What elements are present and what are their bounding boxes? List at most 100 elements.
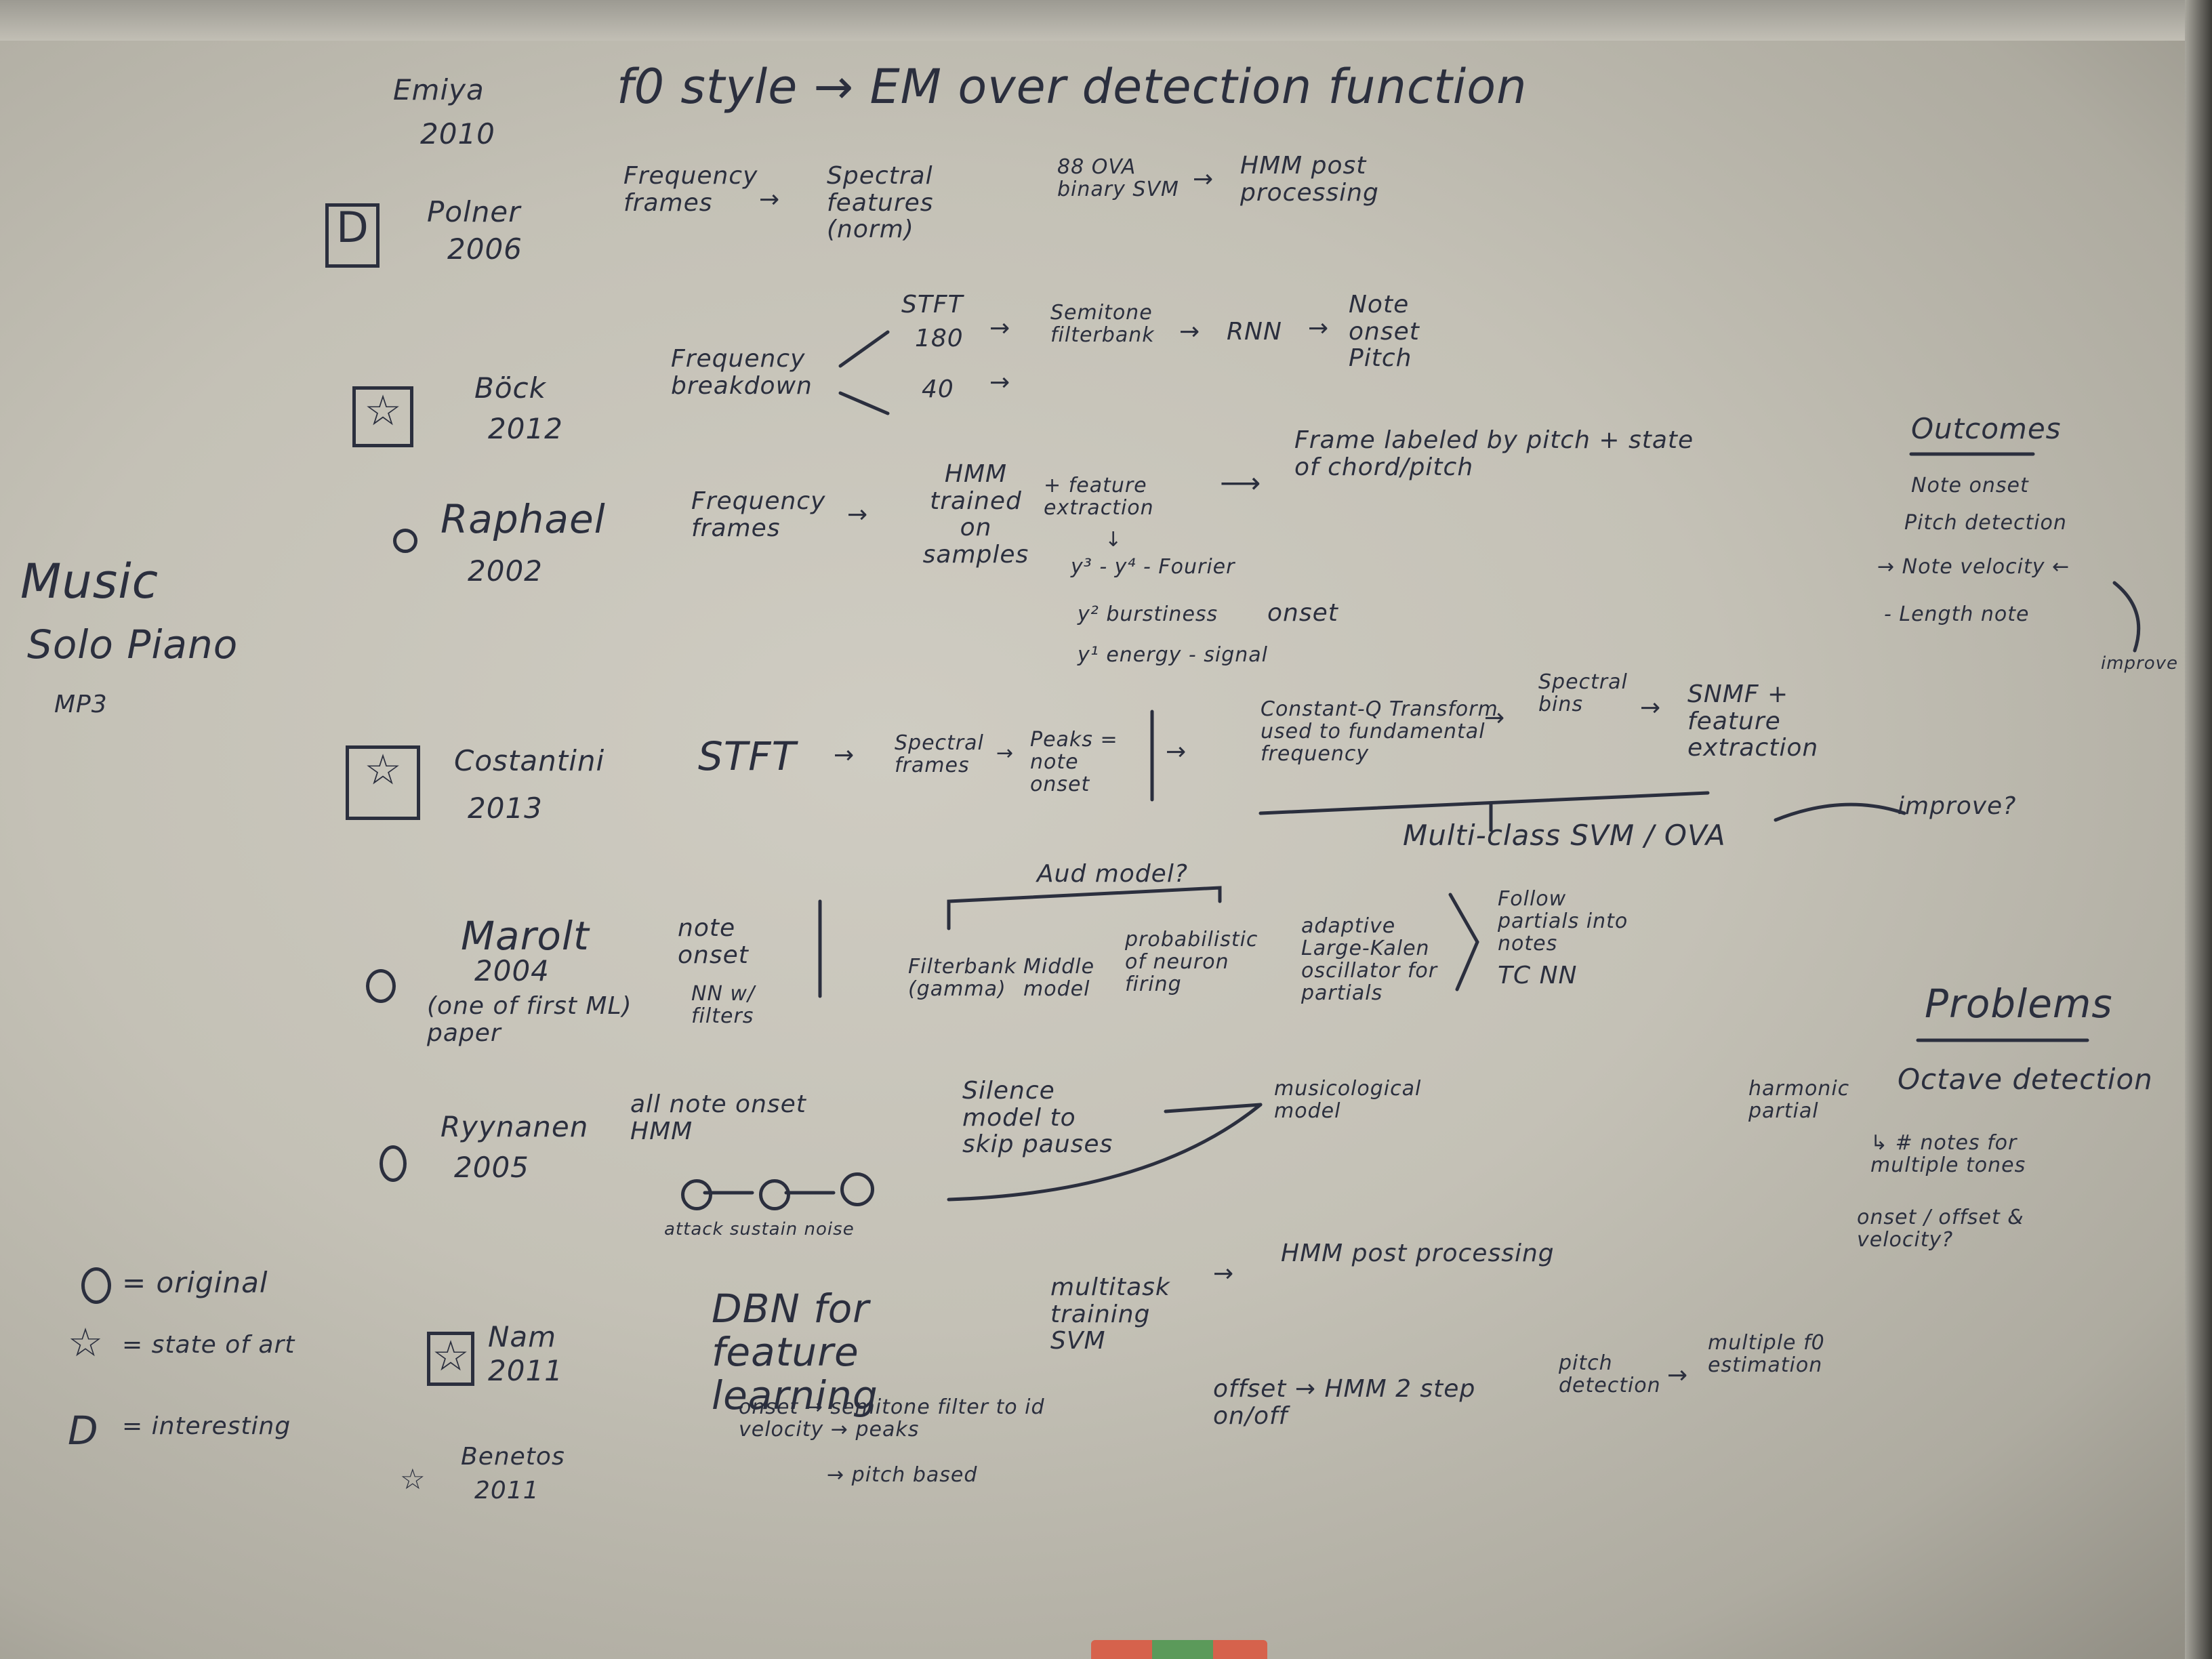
paper-marolt-year: 2004 (474, 954, 550, 987)
arrow: → (1667, 1361, 1689, 1389)
legend-state-of-art: = state of art (122, 1331, 295, 1359)
problems-harmonic-partial: harmonic partial (1748, 1077, 1850, 1123)
arrow: → (1308, 314, 1330, 342)
outcome-item: Note onset (1911, 474, 2029, 497)
arrow: → (759, 186, 781, 213)
topic-music: Music (20, 554, 159, 609)
outcomes-heading: Outcomes (1911, 412, 2062, 445)
paper-benetos-year: 2011 (474, 1477, 539, 1504)
state-of-art-mark: ☆ (400, 1462, 426, 1496)
costantini-svm-ova: Multi-class SVM / OVA (1403, 819, 1726, 852)
arrow: → (989, 314, 1011, 342)
bock-180: 180 (915, 325, 964, 352)
marolt-follow-partials: Follow partials into notes (1498, 887, 1629, 956)
state-of-art-interesting-mark: ☆ (346, 745, 420, 820)
interesting-mark: D (325, 203, 380, 268)
costantini-improve: improve? (1898, 792, 2017, 820)
outcome-item: - Length note (1884, 602, 2030, 626)
nam-onset: onset → semitone filter to id velocity →… (739, 1395, 1045, 1441)
costantini-snmf: SNMF + feature extraction (1687, 680, 1819, 762)
nam-offset: offset → HMM 2 step on/off (1213, 1375, 1476, 1430)
arrow: → (1640, 694, 1662, 722)
paper-ryynanen-name: Ryynanen (441, 1110, 589, 1143)
costantini-constant-q: Constant-Q Transform used to fundamental… (1261, 697, 1498, 766)
original-mark (380, 1145, 407, 1182)
polner-hmm-post: HMM post processing (1240, 152, 1379, 207)
raphael-hmm: HMM trained on samples (922, 460, 1029, 569)
original-mark (81, 1267, 111, 1304)
costantini-spectral-frames: Spectral frames (895, 731, 984, 777)
green-marker (1152, 1640, 1213, 1659)
polner-frequency-frames: Frequency frames (623, 162, 758, 217)
marolt-middle-model: Middle model (1023, 955, 1095, 1001)
legend-interesting: = interesting (122, 1412, 291, 1440)
paper-polner-name: Polner (427, 195, 521, 228)
raphael-onset: onset (1267, 599, 1338, 627)
marolt-probabilistic: probabilistic of neuron firing (1125, 928, 1258, 996)
paper-costantini-name: Costantini (454, 744, 605, 777)
hmm-state-circle (840, 1172, 874, 1206)
arrow: → (996, 741, 1015, 765)
outcomes-improve: improve (2101, 653, 2179, 674)
legend-star-icon: ☆ (68, 1319, 104, 1366)
paper-emiya-name: Emiya (393, 73, 485, 106)
nam-pitch-detection: pitch detection (1559, 1351, 1661, 1397)
arrow: → (1193, 165, 1214, 193)
arrow: ⟶ (1220, 466, 1262, 499)
original-mark (393, 529, 417, 553)
arrow: → (1213, 1260, 1235, 1288)
paper-polner-year: 2006 (447, 232, 523, 266)
costantini-stft: STFT (698, 733, 797, 779)
topic-solo-piano: Solo Piano (27, 621, 239, 668)
marolt-adaptive: adaptive Large-Kalen oscillator for part… (1301, 914, 1438, 1005)
raphael-y3: y³ - y⁴ - Fourier (1071, 555, 1235, 579)
state-of-art-interesting-mark: ☆ (427, 1332, 474, 1386)
arrow: → (989, 369, 1011, 396)
bock-semitone-filterbank: Semitone filterbank (1050, 301, 1155, 347)
arrow: → (1179, 318, 1201, 346)
raphael-y1: y¹ energy - signal (1078, 643, 1269, 667)
nam-hmm-post: HMM post processing (1281, 1240, 1555, 1267)
raphael-frequency-frames: Frequency frames (691, 487, 826, 542)
paper-nam-year: 2011 (488, 1354, 563, 1387)
board-title: f0 style → EM over detection function (617, 59, 1528, 115)
bock-40: 40 (922, 375, 954, 403)
paper-emiya-year: 2010 (420, 117, 495, 150)
marolt-aud-model: Aud model? (1037, 860, 1188, 888)
problems-notes: ↳ # notes for multiple tones (1870, 1131, 2026, 1177)
paper-marolt-name: Marolt (461, 913, 590, 959)
ryynanen-silence-model: Silence model to skip pauses (962, 1077, 1113, 1159)
topic-mp3: MP3 (54, 691, 108, 718)
marolt-nn-filters: NN w/ filters (691, 982, 756, 1028)
bock-frequency-breakdown: Frequency breakdown (671, 345, 813, 400)
whiteboard-right-frame (2185, 0, 2212, 1659)
raphael-y2: y² burstiness (1078, 602, 1218, 626)
whiteboard-top-frame (0, 0, 2212, 41)
state-of-art-mark: ☆ (352, 386, 413, 447)
polner-spectral-features: Spectral features (norm) (827, 162, 934, 244)
problems-offset-velocity: onset / offset & velocity? (1857, 1206, 2024, 1252)
problems-octave-detection: Octave detection (1898, 1063, 2153, 1096)
arrow: → (834, 741, 855, 769)
arrow: → (847, 501, 869, 529)
nam-multiple-f0: multiple f0 estimation (1708, 1331, 1825, 1377)
bock-rnn: RNN (1227, 318, 1282, 346)
nam-multitask: multitask training SVM (1050, 1273, 1170, 1355)
ryynanen-states: attack sustain noise (664, 1219, 855, 1240)
costantini-spectral-bins: Spectral bins (1538, 670, 1628, 716)
bock-output: Note onset Pitch (1349, 291, 1420, 373)
arrow: → (1166, 738, 1187, 766)
raphael-frame-labeled: Frame labeled by pitch + state of chord/… (1294, 426, 1694, 481)
nam-pitch-based: → pitch based (827, 1463, 978, 1487)
marolt-filterbank: Filterbank (gamma) (908, 955, 1017, 1001)
hmm-state-circle (681, 1179, 712, 1210)
hmm-state-circle (759, 1179, 790, 1210)
original-mark (366, 969, 396, 1003)
paper-raphael-year: 2002 (468, 554, 543, 588)
raphael-feature-extraction: + feature extraction (1044, 474, 1154, 520)
marolt-tc-nn: TC NN (1498, 962, 1578, 989)
paper-bock-year: 2012 (488, 412, 563, 445)
paper-benetos-name: Benetos (461, 1443, 565, 1471)
ryynanen-musicological: musicological model (1274, 1077, 1422, 1123)
